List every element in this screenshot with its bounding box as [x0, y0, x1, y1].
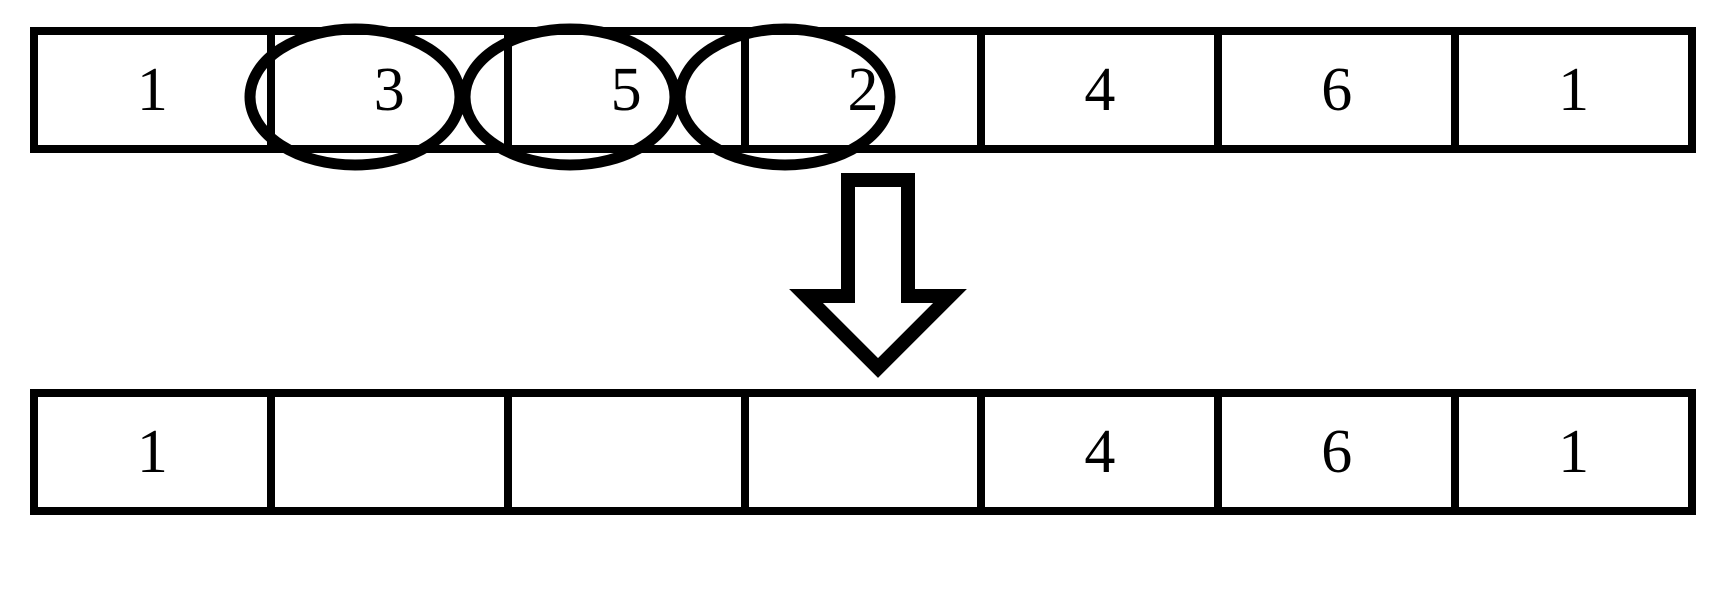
array-cell[interactable]: 3 — [274, 35, 512, 145]
array-cell[interactable]: 1 — [38, 397, 275, 507]
array-cell-value: 4 — [1084, 418, 1116, 486]
array-cell-value: 1 — [1558, 56, 1590, 124]
array-cell-value: 2 — [847, 56, 879, 124]
array-cell-value: 4 — [1084, 56, 1116, 124]
array-cell[interactable]: 1 — [1459, 35, 1689, 145]
array-cell-value: 6 — [1321, 56, 1353, 124]
array-cell[interactable]: 4 — [985, 35, 1223, 145]
before-array-row: 1 3 5 2 4 6 1 — [30, 27, 1696, 153]
array-cell[interactable]: 2 — [748, 35, 986, 145]
down-arrow-icon — [789, 173, 967, 378]
array-cell[interactable]: 6 — [1222, 397, 1460, 507]
array-cell[interactable]: 1 — [1459, 397, 1689, 507]
array-cell[interactable]: 1 — [38, 35, 275, 145]
array-cell-value: 1 — [136, 56, 168, 124]
array-cell-value: 3 — [373, 56, 405, 124]
array-cell-value: 1 — [1558, 418, 1590, 486]
array-cell-empty[interactable] — [274, 397, 512, 507]
array-cell-value: 5 — [610, 56, 642, 124]
array-cell[interactable]: 6 — [1222, 35, 1460, 145]
array-cell-empty[interactable] — [511, 397, 749, 507]
after-array-row: 1 4 6 1 — [30, 389, 1696, 515]
array-cell-value: 1 — [136, 418, 168, 486]
array-cell[interactable]: 5 — [511, 35, 749, 145]
array-cell-value: 6 — [1321, 418, 1353, 486]
array-cell[interactable]: 4 — [985, 397, 1223, 507]
array-cell-empty[interactable] — [748, 397, 986, 507]
